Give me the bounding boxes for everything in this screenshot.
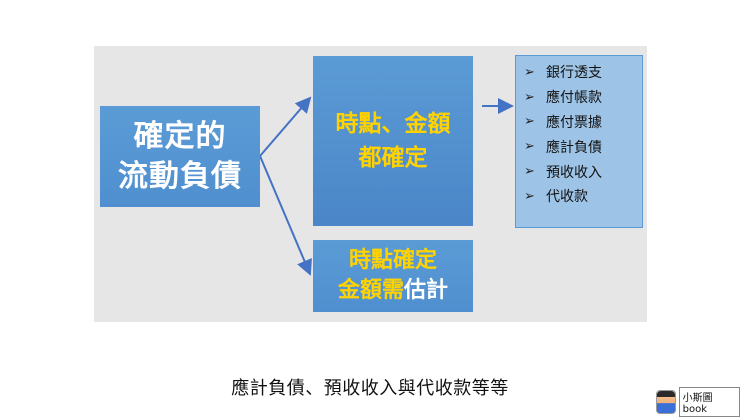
list-item-label: 應付票據 (546, 114, 602, 131)
top-line-1: 時點、金額 (335, 111, 451, 137)
video-caption: 應計負債、預收收入與代收款等等 (231, 378, 509, 399)
list-item-label: 銀行透支 (546, 65, 602, 82)
list-item: ➢ 應付帳款 (524, 85, 642, 110)
avatar-icon (656, 390, 676, 414)
watermark-text: 小斯圖book (678, 387, 740, 417)
slide: 確定的 流動負債 時點、金額 都確定 時點確定 金額需估計 ➢ 銀行透支 ➢ 應… (94, 46, 647, 322)
main-line-1: 確定的 (133, 118, 227, 154)
timing-amount-certain-box: 時點、金額 都確定 (313, 56, 473, 226)
bullet-arrow-icon: ➢ (524, 139, 535, 155)
bottom-line-2-part-b: 估計 (404, 278, 449, 303)
list-item-label: 應付帳款 (546, 90, 602, 107)
list-item-label: 代收款 (546, 189, 588, 206)
bottom-line-2-part-a: 金額需 (337, 278, 404, 303)
bullet-arrow-icon: ➢ (524, 188, 535, 204)
bullet-arrow-icon: ➢ (524, 64, 535, 80)
list-item: ➢ 預收收入 (524, 159, 642, 184)
channel-watermark: 小斯圖book (656, 387, 740, 417)
top-line-2: 都確定 (358, 145, 428, 171)
connector-arrows (259, 96, 514, 276)
list-item-label: 應計負債 (546, 139, 602, 156)
list-item-label: 預收收入 (546, 164, 602, 181)
list-item: ➢ 應付票據 (524, 110, 642, 135)
bottom-line-1: 時點確定 (348, 248, 437, 273)
list-item: ➢ 應計負債 (524, 134, 642, 159)
bullet-arrow-icon: ➢ (524, 164, 535, 180)
bullet-arrow-icon: ➢ (524, 114, 535, 130)
bullet-arrow-icon: ➢ (524, 89, 535, 105)
bottom-line-2: 金額需估計 (338, 276, 448, 306)
arrow-to-bottom-box (259, 155, 312, 276)
liability-examples-list: ➢ 銀行透支 ➢ 應付帳款 ➢ 應付票據 ➢ 應計負債 ➢ 預收收入 ➢ 代收款 (515, 55, 643, 228)
list-item: ➢ 代收款 (524, 184, 642, 209)
main-line-2: 流動負債 (118, 158, 242, 194)
list-item: ➢ 銀行透支 (524, 60, 642, 85)
amount-estimated-box: 時點確定 金額需估計 (313, 240, 473, 312)
current-liabilities-box: 確定的 流動負債 (100, 106, 260, 207)
arrow-to-top-box (259, 96, 312, 157)
